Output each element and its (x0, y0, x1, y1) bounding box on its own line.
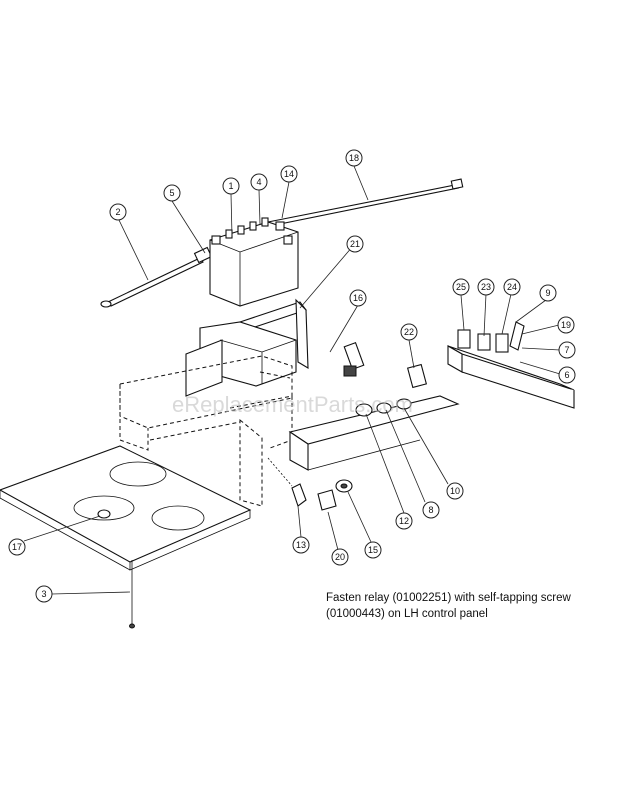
battery-cable-left (100, 246, 213, 308)
part-15 (335, 479, 353, 493)
battery-box (185, 321, 297, 397)
relay (343, 341, 365, 377)
ground-wire (129, 560, 135, 629)
watermark: eReplacementParts.com (172, 392, 413, 417)
battery-cable-top (267, 178, 464, 227)
callout-label: 17 (12, 542, 22, 552)
callout-18: 18 (345, 149, 363, 167)
knob-10 (396, 398, 412, 410)
battery-hold-down (239, 298, 309, 369)
switch-23 (477, 333, 491, 351)
callout-label: 19 (561, 320, 571, 330)
battery (209, 217, 299, 307)
callout-label: 5 (169, 188, 174, 198)
assembly-note-line-2: (01000443) on LH control panel (326, 608, 488, 620)
callout-2: 2 (109, 203, 127, 221)
callout-20: 20 (331, 548, 349, 566)
callout-label: 20 (335, 552, 345, 562)
callout-7: 7 (558, 341, 576, 359)
callout-23: 23 (477, 278, 495, 296)
callout-label: 25 (456, 282, 466, 292)
callout-label: 9 (545, 288, 550, 298)
callout-10: 10 (446, 482, 464, 500)
frame (119, 355, 293, 507)
switch-24 (495, 333, 509, 353)
callout-21: 21 (346, 235, 364, 253)
callout-label: 24 (507, 282, 517, 292)
callout-label: 21 (350, 239, 360, 249)
callout-label: 7 (564, 345, 569, 355)
callout-4: 4 (250, 173, 268, 191)
callout-label: 14 (284, 169, 294, 179)
callout-label: 8 (428, 505, 433, 515)
callout-6: 6 (558, 366, 576, 384)
part-20 (317, 489, 337, 511)
callout-label: 16 (353, 293, 363, 303)
callout-label: 23 (481, 282, 491, 292)
callout-17: 17 (8, 538, 26, 556)
callout-label: 3 (41, 589, 46, 599)
callout-label: 4 (256, 177, 261, 187)
callout-label: 1 (228, 181, 233, 191)
callout-12: 12 (395, 512, 413, 530)
callout-1: 1 (222, 177, 240, 195)
switch-25 (457, 329, 471, 349)
control-panel-lh (288, 395, 460, 471)
key-switch-19 (509, 321, 525, 351)
leader-lines (23, 165, 561, 595)
callout-16: 16 (349, 289, 367, 307)
callout-label: 15 (368, 545, 378, 555)
callout-label: 10 (450, 486, 460, 496)
knob-8 (376, 402, 392, 414)
callout-19: 19 (557, 316, 575, 334)
callout-label: 22 (404, 327, 414, 337)
floor-pan (0, 445, 252, 571)
callout-5: 5 (163, 184, 181, 202)
callout-25: 25 (452, 278, 470, 296)
callout-14: 14 (280, 165, 298, 183)
callout-24: 24 (503, 278, 521, 296)
callout-label: 12 (399, 516, 409, 526)
knob-12 (355, 403, 373, 417)
callout-13: 13 (292, 536, 310, 554)
callout-8: 8 (422, 501, 440, 519)
callout-9: 9 (539, 284, 557, 302)
callout-22: 22 (400, 323, 418, 341)
part-13 (267, 457, 307, 507)
control-panel-rh (447, 345, 575, 409)
callout-label: 2 (115, 207, 120, 217)
callout-15: 15 (364, 541, 382, 559)
assembly-note: Fasten relay (01002251) with self-tappin… (326, 590, 596, 622)
callout-label: 13 (296, 540, 306, 550)
callout-3: 3 (35, 585, 53, 603)
switch-22 (406, 363, 428, 389)
callout-label: 6 (564, 370, 569, 380)
callout-label: 18 (349, 153, 359, 163)
assembly-note-line-1: Fasten relay (01002251) with self-tappin… (326, 592, 571, 604)
